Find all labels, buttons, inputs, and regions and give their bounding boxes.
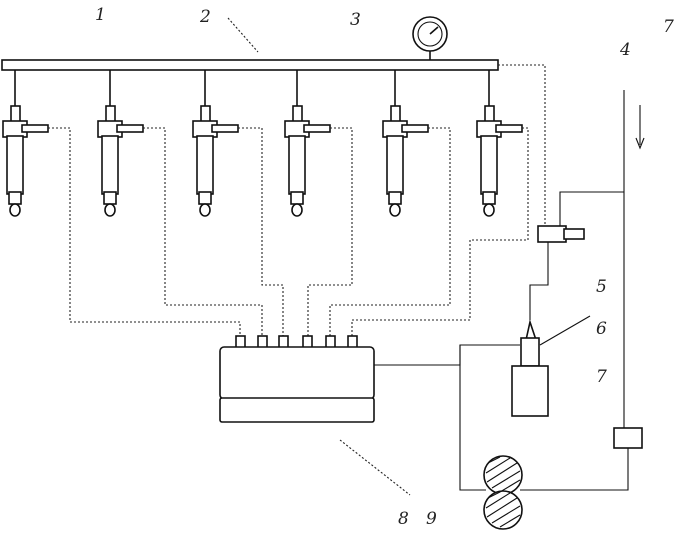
label-7: 7	[596, 367, 607, 387]
label-3: 3	[350, 10, 361, 30]
label-10: 7	[663, 17, 674, 37]
pressure-gauge-icon	[412, 16, 448, 52]
label-2: 2	[199, 7, 211, 27]
label-8: 8	[398, 509, 409, 529]
injector-feed-lines	[48, 127, 529, 338]
supply-pipe	[520, 90, 645, 491]
injector-4	[284, 70, 331, 217]
return-valve	[529, 191, 624, 320]
low-pressure-lines	[374, 344, 520, 491]
leader-lines	[227, 17, 591, 496]
fuel-filter	[511, 319, 549, 417]
label-9: 9	[426, 509, 437, 529]
injector-5	[382, 70, 429, 217]
gear-pump-icon	[483, 455, 523, 530]
rail-return-line	[498, 64, 546, 228]
label-5: 5	[596, 277, 607, 297]
injection-pump	[219, 335, 375, 423]
label-6: 6	[596, 319, 607, 339]
injector-3	[192, 70, 239, 217]
label-4: 4	[619, 40, 631, 60]
label-1: 1	[95, 5, 106, 25]
common-rail	[1, 50, 499, 71]
injector-6	[476, 70, 523, 217]
injector-2	[97, 70, 144, 217]
injector-1	[2, 70, 49, 217]
